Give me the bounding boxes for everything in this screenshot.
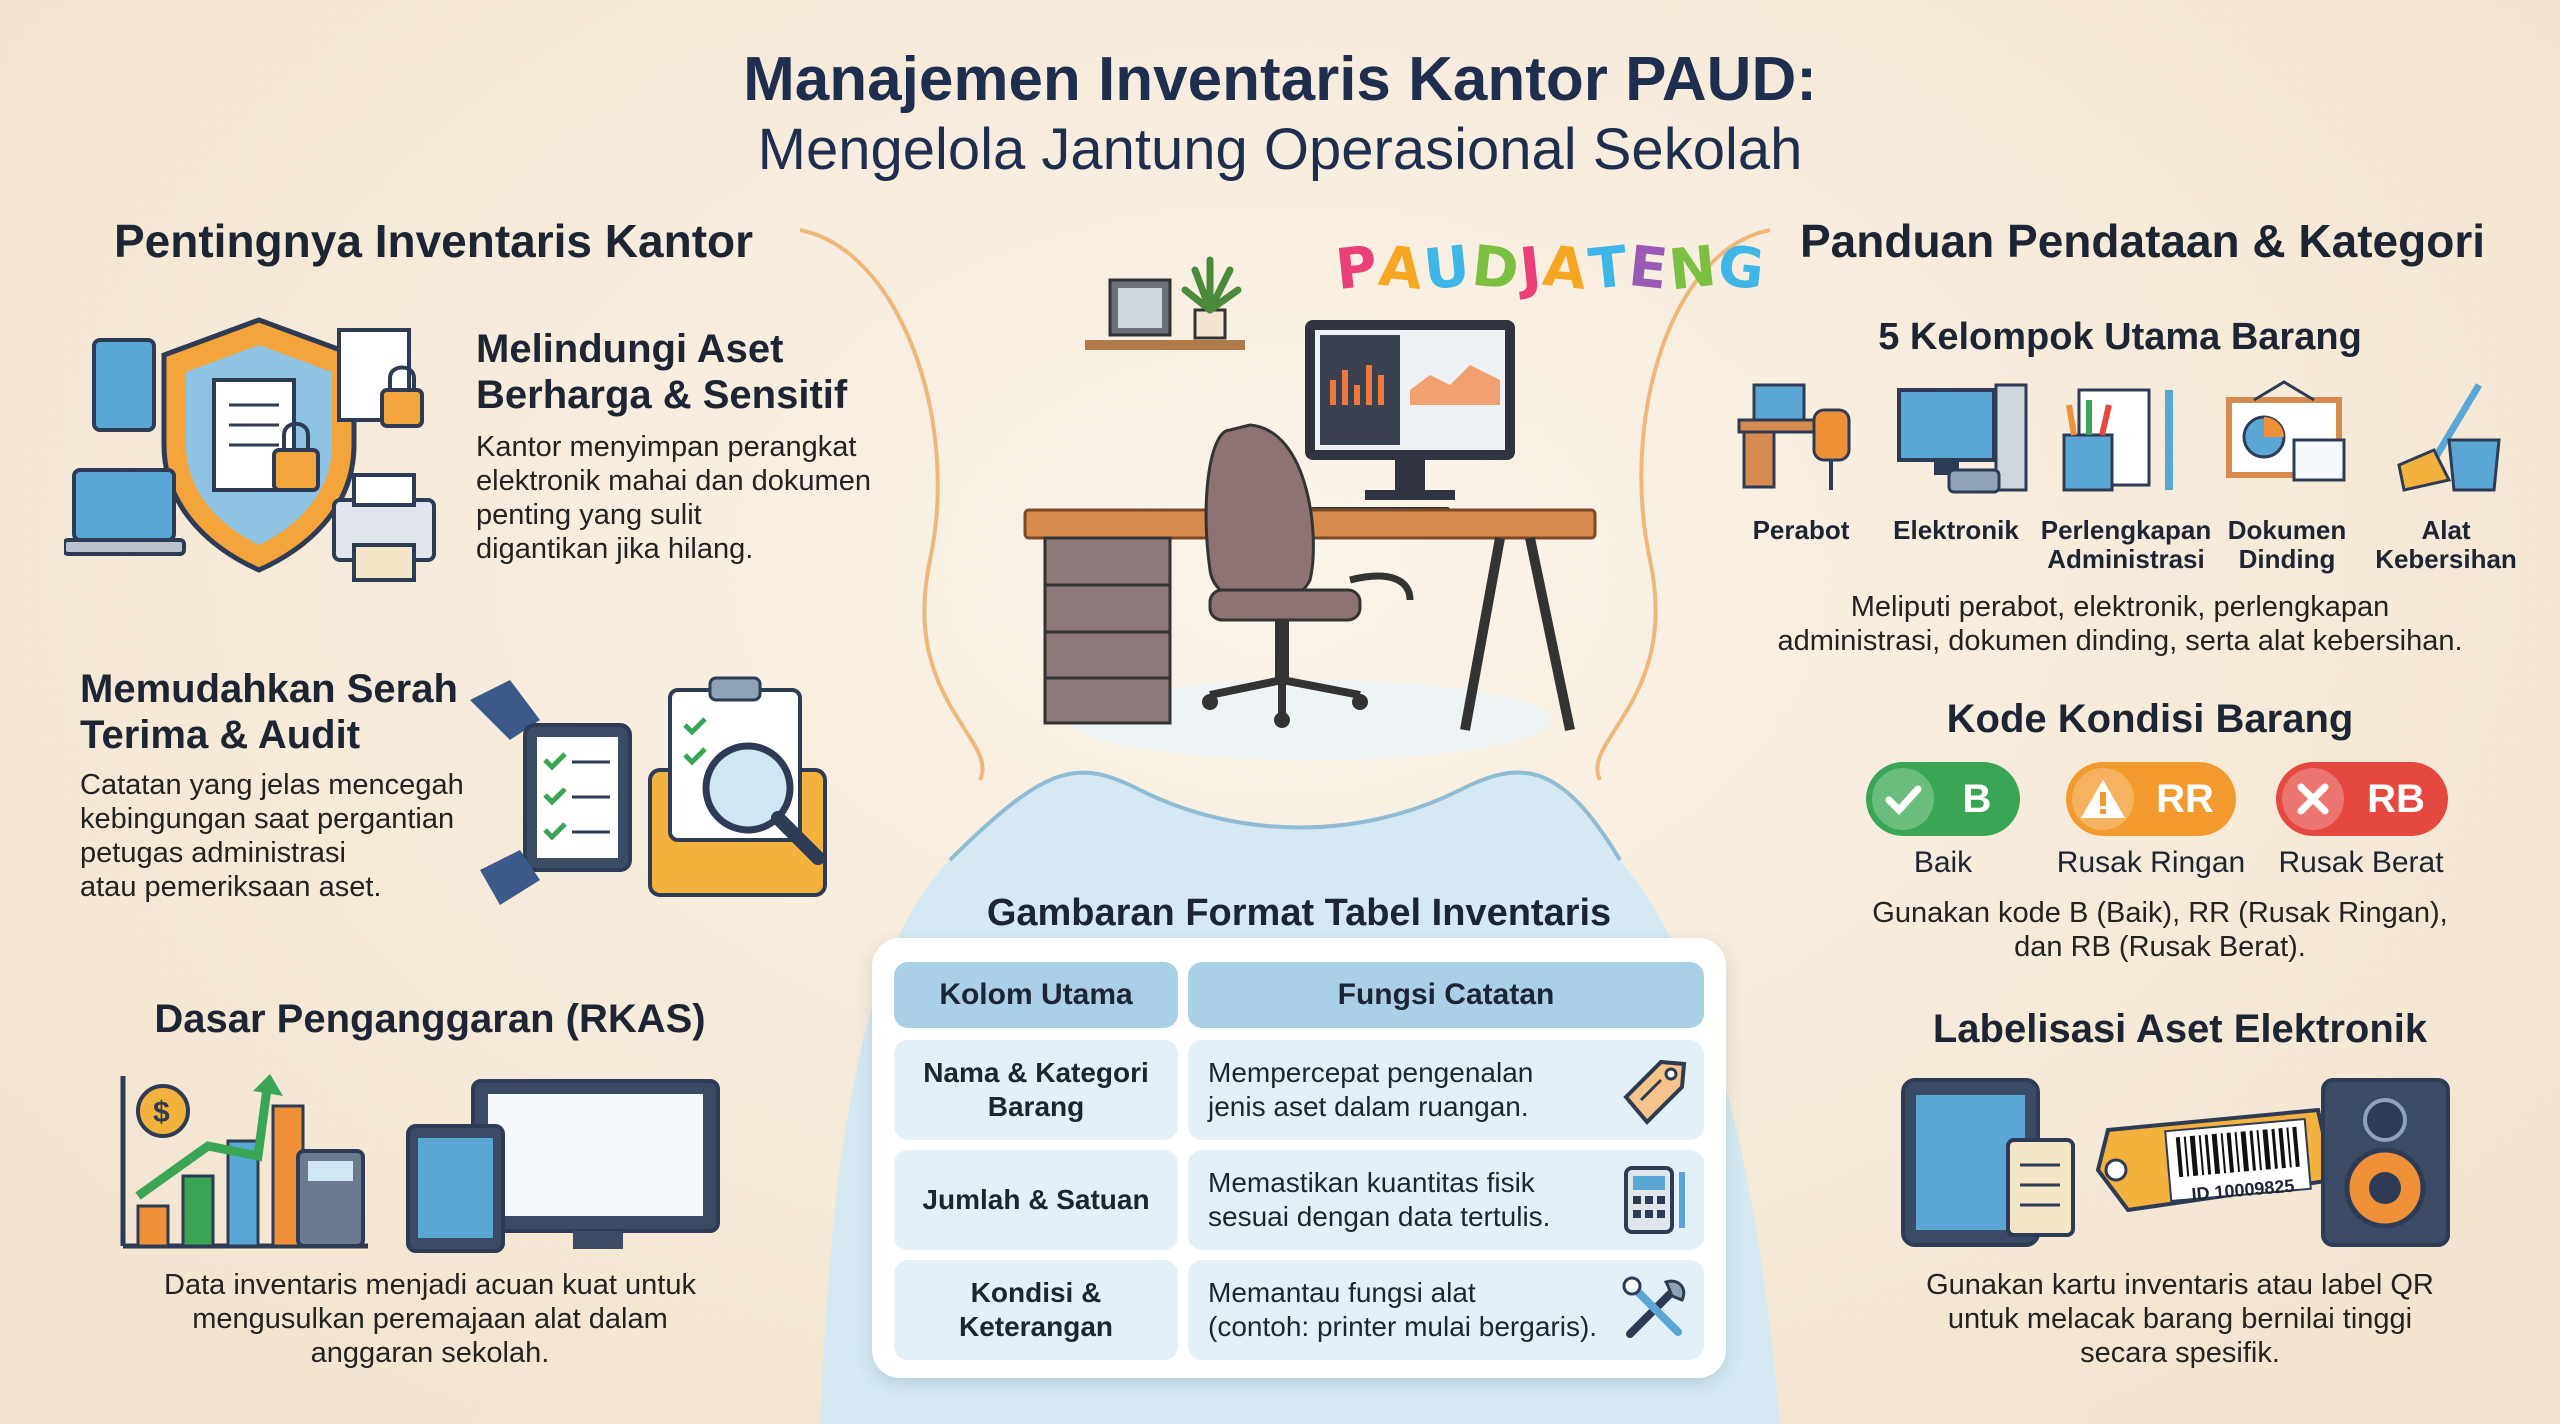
tools-icon — [1622, 1276, 1686, 1338]
security-assets-illustration — [64, 317, 436, 582]
groups-description: Meliputi perabot, elektronik, perlengkap… — [1777, 591, 2463, 657]
calculator-icon-2 — [1624, 1166, 1685, 1234]
table-row-2-kolom: Jumlah & Satuan — [894, 1150, 1178, 1250]
office-chair — [1204, 423, 1315, 607]
right-divider-curve — [1595, 228, 1771, 781]
budget-illustration: $ — [120, 1074, 720, 1253]
kondisi-description: Gunakan kode B (Baik), RR (Rusak Ringan)… — [1872, 897, 2448, 963]
table-header-fungsi: Fungsi Catatan — [1188, 962, 1704, 1028]
furniture-icon — [1737, 383, 1851, 490]
table-row-3-fungsi: Memantau fungsi alat(contoh: printer mul… — [1188, 1260, 1704, 1360]
item2-description: Catatan yang jelas mencegah kebingungan … — [80, 769, 464, 903]
cleaning-tools-icon — [2397, 383, 2501, 492]
growth-arrow-icon — [135, 1080, 273, 1200]
lock-icon — [272, 448, 320, 492]
lock-icon-2 — [380, 388, 424, 428]
electronics-icon — [1897, 383, 2028, 494]
admin-supplies-icon — [2062, 388, 2173, 492]
svg-text:$: $ — [153, 1096, 170, 1129]
wall-shelf — [1085, 340, 1245, 350]
group-label-1: Perabot — [1752, 515, 1850, 545]
magnifier-icon — [702, 742, 794, 834]
tag-icon — [2006, 1138, 2075, 1237]
label-title: Labelisasi Aset Elektronik — [1932, 1007, 2428, 1051]
badge-rusak-berat: RB — [2276, 762, 2448, 836]
item-groups-icons — [1737, 380, 2501, 494]
logo-letter: G — [1714, 233, 1770, 304]
table-title: Gambaran Format Tabel Inventaris — [986, 892, 1612, 934]
item1-title: Melindungi Aset Berharga & Sensitif — [476, 327, 848, 417]
audit-illustration — [470, 676, 827, 905]
badge-rusak-ringan: RR — [2066, 762, 2236, 836]
label-rusak-ringan: Rusak Ringan — [2056, 846, 2246, 879]
warning-icon — [2072, 768, 2134, 830]
item3-title: Dasar Penganggaran (RKAS) — [154, 997, 706, 1041]
office-desk-illustration — [1023, 256, 1597, 760]
item2-title: Memudahkan Serah Terima & Audit — [80, 667, 458, 757]
price-tag-icon — [1623, 1059, 1687, 1125]
label-baik: Baik — [1913, 846, 1973, 879]
laptop-icon — [72, 468, 176, 542]
plant-pot-icon — [1193, 308, 1227, 340]
logo-letter: N — [1665, 233, 1722, 304]
badge-baik: B — [1866, 762, 2020, 836]
item3-description: Data inventaris menjadi acuan kuat untuk… — [164, 1269, 696, 1369]
hand-icon — [470, 680, 540, 740]
table-row-3-kolom: Kondisi &Keterangan — [894, 1260, 1178, 1360]
wall-document-icon — [2226, 380, 2346, 482]
page-title: Manajemen Inventaris Kantor PAUD: — [743, 45, 1817, 114]
label-description: Gunakan kartu inventaris atau label QR u… — [1926, 1269, 2434, 1369]
left-section-heading: Pentingnya Inventaris Kantor — [114, 215, 754, 267]
groups-title: 5 Kelompok Utama Barang — [1878, 316, 2362, 358]
tablet-icon — [92, 338, 156, 432]
table-header-kolom: Kolom Utama — [894, 962, 1178, 1028]
barcode-icon — [2175, 1126, 2300, 1178]
label-rusak-berat: Rusak Berat — [2278, 846, 2444, 879]
logo-letter: E — [1625, 234, 1673, 303]
bar-chart-icon — [136, 1204, 170, 1248]
page-subtitle: Mengelola Jantung Operasional Sekolah — [757, 117, 1803, 182]
item1-description: Kantor menyimpan perangkat elektronik ma… — [476, 431, 871, 565]
cross-icon — [2282, 768, 2344, 830]
left-divider-curve — [799, 228, 985, 781]
right-section-heading: Panduan Pendataan & Kategori — [1800, 215, 2486, 267]
check-icon — [1872, 768, 1934, 830]
coin-icon — [136, 1084, 190, 1138]
kondisi-title: Kode Kondisi Barang — [1946, 697, 2354, 741]
group-label-2: Elektronik — [1893, 515, 2019, 545]
labeling-illustration — [1901, 1078, 2450, 1247]
